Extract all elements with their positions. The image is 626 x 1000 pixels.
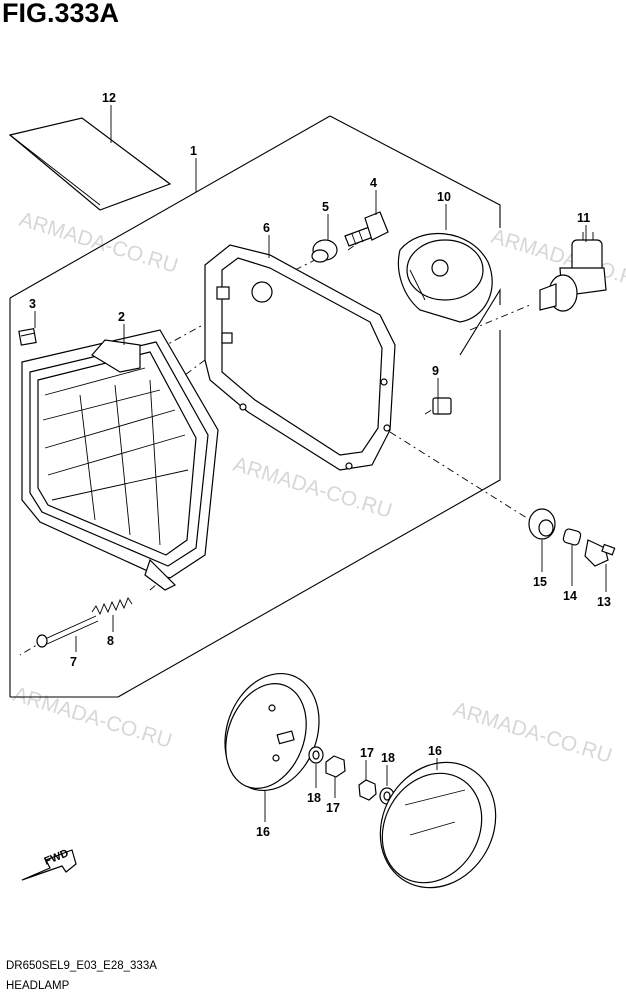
watermark: ARMADA-CO.RU <box>451 698 615 768</box>
callout-16-left: 16 <box>256 825 270 839</box>
part-13-bolt <box>584 539 616 567</box>
part-3-nut <box>18 328 37 346</box>
callout-7: 7 <box>70 655 77 669</box>
callout-4: 4 <box>370 176 377 190</box>
part-17-nut-b <box>358 779 377 801</box>
callout-10: 10 <box>437 190 451 204</box>
callout-17-lower: 17 <box>326 801 340 815</box>
callout-14: 14 <box>563 589 577 603</box>
part-18-washer-a <box>308 746 324 764</box>
part-15-cushion <box>528 508 556 540</box>
part-2-headlamp-unit <box>21 329 219 591</box>
part-8-spring <box>91 597 133 616</box>
fwd-arrow: FWD <box>21 847 77 881</box>
part-12-sheet <box>8 117 172 211</box>
callout-13: 13 <box>597 595 611 609</box>
part-7-adjust-screw <box>36 615 99 648</box>
part-11-bulb <box>539 232 607 312</box>
watermark: ARMADA-CO.RU <box>17 208 181 278</box>
figure-title: FIG.333A <box>2 0 120 28</box>
leader-lines <box>34 105 607 822</box>
part-14-collar <box>562 528 582 546</box>
assembly-frame <box>9 115 501 698</box>
callout-16-right: 16 <box>428 744 442 758</box>
part-4-screw <box>344 211 389 247</box>
diagram-name: HEADLAMP <box>6 980 70 992</box>
part-6-bracket <box>204 244 396 471</box>
callout-5: 5 <box>322 200 329 214</box>
callout-3: 3 <box>29 297 36 311</box>
diagram-code: DR650SEL9_E03_E28_333A <box>6 960 157 972</box>
callout-8: 8 <box>107 634 114 648</box>
callout-1: 1 <box>190 144 197 158</box>
callout-18-lower: 18 <box>307 791 321 805</box>
part-17-nut-a <box>325 755 346 778</box>
watermark: ARMADA-CO.RU <box>11 683 175 753</box>
callout-15: 15 <box>533 575 547 589</box>
part-5-grommet <box>311 239 338 263</box>
callout-6: 6 <box>263 221 270 235</box>
callout-2: 2 <box>118 310 125 324</box>
callout-labels: 1 2 3 4 5 6 7 8 9 10 11 12 13 14 15 16 1… <box>29 91 611 839</box>
part-10-bulb-cover <box>397 232 493 323</box>
callout-12: 12 <box>102 91 116 105</box>
callout-9: 9 <box>432 364 439 378</box>
callout-18-upper: 18 <box>381 751 395 765</box>
part-16-cap-right <box>379 761 497 889</box>
part-9-clip-nut <box>432 397 452 415</box>
callout-17-upper: 17 <box>360 746 374 760</box>
callout-11: 11 <box>577 211 590 225</box>
